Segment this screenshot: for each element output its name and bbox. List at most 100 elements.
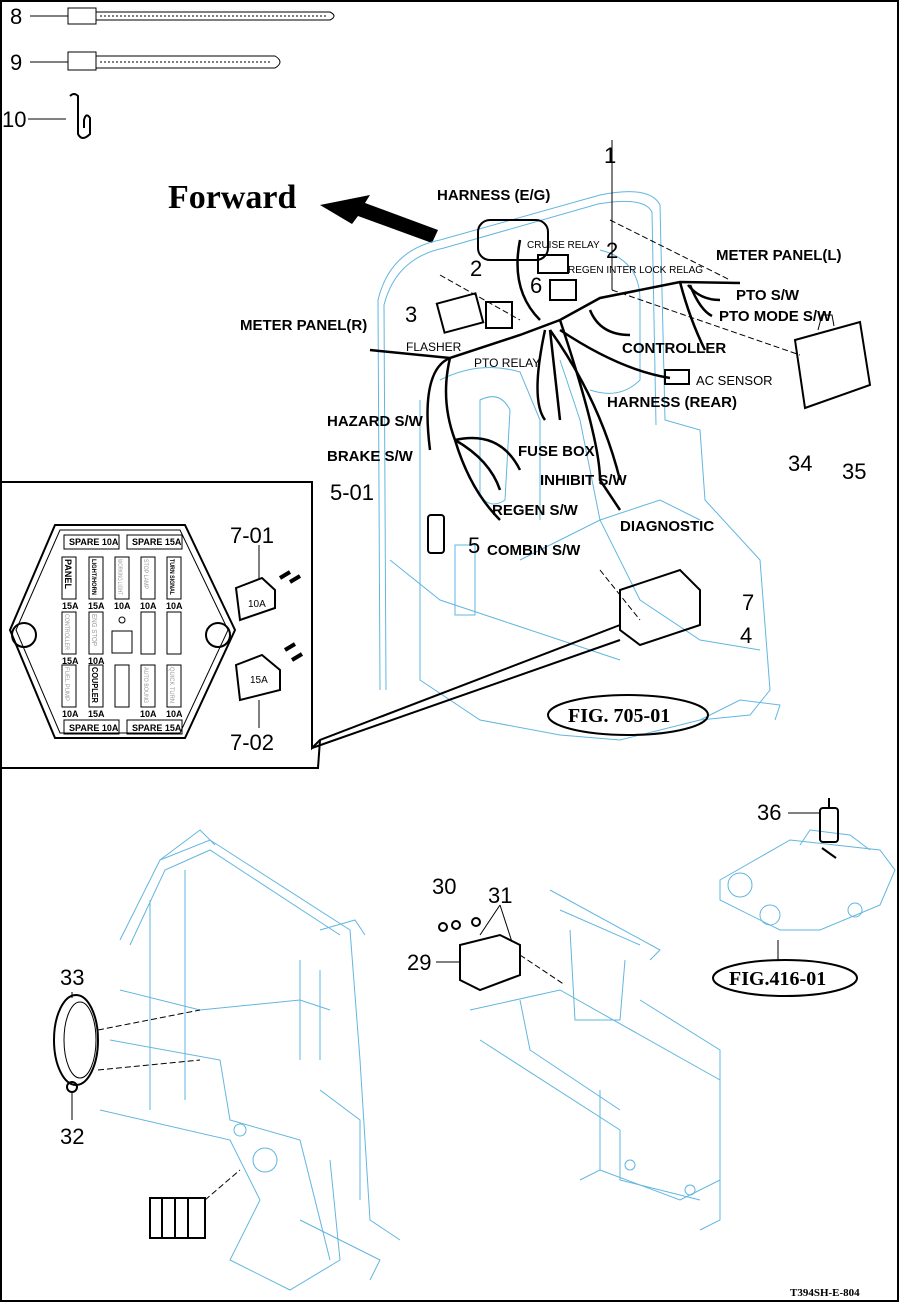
callout-4: 4	[740, 623, 752, 648]
callout-2: 2	[606, 238, 618, 263]
callout-29: 29	[407, 950, 431, 975]
horn-33	[53, 994, 99, 1086]
pto-relay	[485, 301, 513, 329]
label-brake-sw: BRAKE S/W	[327, 448, 414, 465]
dash-line	[611, 289, 801, 356]
fuse-rating: 10A	[166, 709, 183, 719]
fuse-box-7	[619, 568, 701, 647]
callout-36: 36	[757, 800, 781, 825]
label-hazard-sw: HAZARD S/W	[327, 413, 424, 430]
callout-35: 35	[842, 459, 866, 484]
dash-frame-upper	[377, 191, 781, 741]
switch-5	[427, 514, 445, 554]
fig-705-ref-bubble[interactable]	[547, 694, 709, 736]
fuse-slot-spare-15a: SPARE 15A	[132, 537, 182, 547]
label-meter-panel-l: METER PANEL(L)	[716, 247, 842, 264]
forward-label: Forward	[168, 179, 297, 216]
fuse-15a: 15A	[234, 642, 304, 702]
dash-line	[97, 1009, 201, 1071]
cable-tie-8	[30, 7, 335, 25]
wiring-harness	[369, 239, 741, 521]
callout-1: 1	[604, 143, 616, 168]
label-regen-sw: REGEN S/W	[492, 502, 579, 519]
fuse-name-quick-turn: QUICK TURN	[168, 667, 174, 703]
label-diagnostic: DIAGNOSTIC	[620, 518, 714, 535]
label-regen-interlock: REGEN INTER LOCK RELAG	[568, 265, 703, 276]
fuse-name-light-horn: LIGHT/HORN	[90, 559, 96, 595]
fuse-rating: 10A	[114, 601, 131, 611]
switch-36	[819, 798, 839, 859]
fuse-box-inset	[2, 481, 621, 769]
fuse-name-stop-lamp: STOP LAMP	[142, 559, 148, 589]
fuse-rating: 10A	[140, 709, 157, 719]
flasher-unit	[435, 292, 485, 334]
fuse-name-auto-boung: AUTO BOUNG	[142, 667, 148, 703]
fig-416-ref[interactable]: FIG.416-01	[729, 968, 826, 990]
fuse-name-panel: PANEL	[63, 559, 73, 589]
dash-line	[609, 219, 731, 281]
label-ac-sensor: AC SENSOR	[696, 373, 773, 388]
callout-7-01: 7-01	[230, 523, 274, 548]
label-cruise-relay: CRUISE RELAY	[527, 240, 600, 251]
callout-7-02: 7-02	[230, 730, 274, 755]
callout-34: 34	[788, 451, 812, 476]
callout-2: 2	[470, 256, 482, 281]
fuse-slot-spare-15a: SPARE 15A	[132, 723, 182, 733]
label-harness-rear: HARNESS (REAR)	[607, 394, 737, 411]
label-flasher: FLASHER	[406, 340, 462, 354]
callout-5-01: 5-01	[330, 480, 374, 505]
callout-31: 31	[488, 883, 512, 908]
harness-eg-connector	[477, 219, 549, 261]
cruise-relay	[537, 254, 569, 274]
callout-6: 6	[530, 273, 542, 298]
fuse-rating: 10A	[62, 709, 79, 719]
fuse-rating: 15A	[62, 656, 79, 666]
fig-416-ref-bubble[interactable]	[712, 959, 858, 997]
fuse-name-coupler: COUPLER	[90, 667, 99, 703]
label-pto-sw: PTO S/W	[736, 287, 800, 304]
fuse-rating: 10A	[140, 601, 157, 611]
forward-arrow-icon	[320, 195, 438, 243]
label-controller: CONTROLLER	[622, 340, 726, 357]
frame-lower-middle	[469, 889, 721, 1231]
callout-33: 33	[60, 965, 84, 990]
callout-32: 32	[60, 1124, 84, 1149]
label-combin-sw: COMBIN S/W	[487, 542, 581, 559]
cable-tie-9	[30, 51, 281, 71]
controller-unit-34	[793, 320, 872, 410]
bracket-fig416	[719, 829, 896, 931]
fuse-10a: 10A	[234, 570, 302, 622]
label-meter-panel-r: METER PANEL(R)	[240, 317, 367, 334]
regen-interlock-relay	[549, 279, 577, 301]
horn-face	[63, 1001, 97, 1079]
callout-3: 3	[405, 302, 417, 327]
fuse-rating: 15A	[62, 601, 79, 611]
label-inhibit-sw: INHIBIT S/W	[540, 472, 628, 489]
ac-sensor	[664, 369, 690, 385]
fuse-rating: 10A	[88, 656, 105, 666]
relay-29	[459, 933, 566, 992]
fuse-layout: SPARE 10A SPARE 15A SPARE 10A SPARE 15A …	[61, 534, 183, 735]
callout-5: 5	[468, 533, 480, 558]
label-harness-eg: HARNESS (E/G)	[437, 187, 550, 204]
controller-bracket	[817, 314, 835, 331]
label-pto-mode-sw: PTO MODE S/W	[719, 308, 832, 325]
fuse-rating: 15A	[88, 709, 105, 719]
fig-705-ref[interactable]: FIG. 705-01	[568, 705, 670, 727]
clip-10	[28, 93, 91, 139]
callout-7: 7	[742, 590, 754, 615]
callout-8: 8	[10, 4, 22, 29]
callout-9: 9	[10, 50, 22, 75]
fuse-name-working-light: WORKING LIGHT	[116, 559, 122, 595]
fuse-15a-label: 15A	[250, 675, 268, 686]
label-fuse-box: FUSE BOX	[518, 443, 595, 460]
fuse-rating: 10A	[166, 601, 183, 611]
fuse-name-fuel-pump: FUEL PUMP	[63, 667, 69, 701]
callout-30: 30	[432, 874, 456, 899]
dash-line	[439, 274, 521, 321]
fuse-name-turn-signal: TURN SIGNAL	[168, 559, 174, 595]
callout-10: 10	[2, 107, 26, 132]
fuse-10a-label: 10A	[248, 599, 266, 610]
